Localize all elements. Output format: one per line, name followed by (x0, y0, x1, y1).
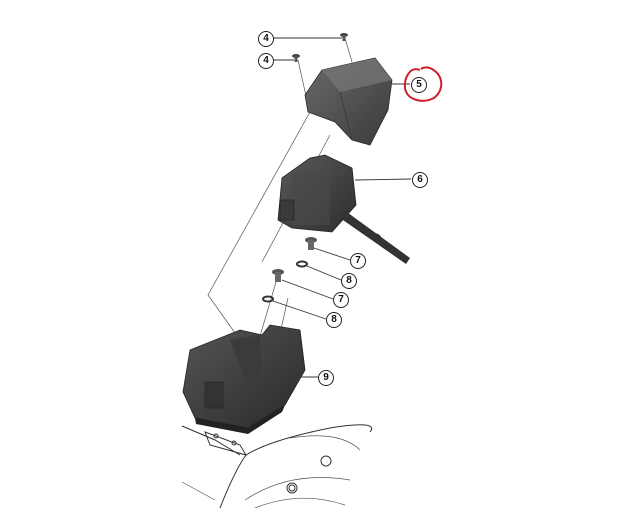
cover-part-5 (304, 57, 393, 146)
screw-part-4-top (340, 33, 348, 41)
callout-9: 9 (318, 370, 334, 386)
callout-7-upper: 7 (350, 253, 366, 269)
callout-6: 6 (412, 172, 428, 188)
callout-4-lower: 4 (258, 53, 274, 69)
callout-7-lower: 7 (333, 292, 349, 308)
holder-part-9 (182, 324, 306, 434)
highlight-circle (403, 66, 443, 102)
washer-part-8-lower (262, 295, 274, 303)
control-unit-part-6 (277, 154, 410, 264)
washer-part-8-upper (296, 260, 308, 268)
screw-part-4-bottom (292, 54, 300, 62)
callout-8-lower: 8 (326, 312, 342, 328)
callout-leaders (272, 37, 412, 378)
bolt-part-7-lower (272, 269, 284, 282)
callout-5: 5 (411, 77, 427, 93)
frame-outline (181, 424, 373, 508)
bolt-part-7-upper (305, 237, 317, 250)
callout-4-upper: 4 (258, 31, 274, 47)
callout-8-upper: 8 (341, 273, 357, 289)
